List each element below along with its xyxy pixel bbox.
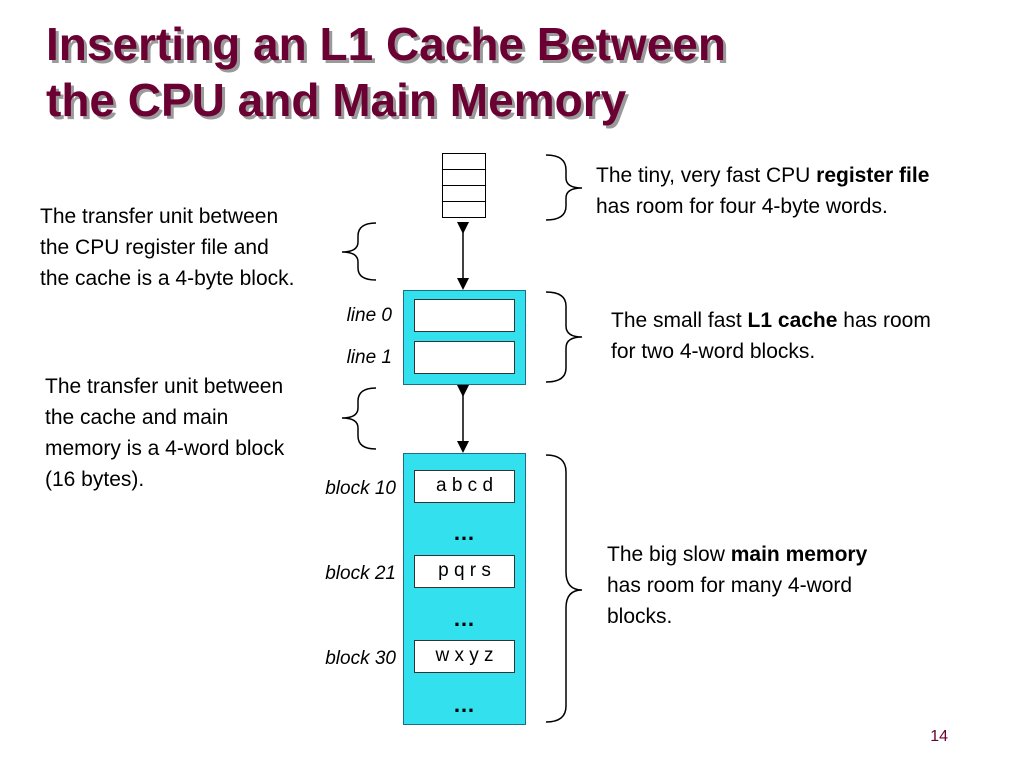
desc-text: (16 bytes). <box>45 468 145 491</box>
block-21-label: block 21 <box>325 563 396 584</box>
l1-cache-description: The small fast L1 cache has room for two… <box>611 305 931 367</box>
block-30-label: block 30 <box>325 648 396 669</box>
desc-text: blocks. <box>607 605 673 628</box>
cache-brace-icon <box>545 291 583 383</box>
desc-text: The transfer unit between <box>40 205 279 228</box>
cache-memory-transfer-description: The transfer unit between the cache and … <box>45 371 284 495</box>
title-line-2: the CPU and Main Memory <box>46 74 627 126</box>
desc-text: has room <box>837 309 931 332</box>
ellipsis: … <box>453 692 475 717</box>
desc-text: the cache and main <box>45 406 229 429</box>
cache-line-0 <box>414 299 515 332</box>
register-brace-icon <box>545 154 583 221</box>
cache-line-1 <box>414 341 515 374</box>
desc-text: memory is a 4-word block <box>45 437 285 460</box>
cache-line-0-label: line 0 <box>346 305 392 326</box>
desc-bold: main memory <box>730 543 868 566</box>
transfer-brace-icon <box>341 387 377 450</box>
desc-text: has room for many 4-word <box>607 574 853 597</box>
cpu-cache-transfer-description: The transfer unit between the CPU regist… <box>40 201 294 294</box>
desc-bold: L1 cache <box>747 309 838 332</box>
desc-text: for two 4-word blocks. <box>611 340 816 363</box>
page-number: 14 <box>930 728 948 745</box>
register-file-description: The tiny, very fast CPU register file ha… <box>596 160 929 222</box>
block-10-label: block 10 <box>325 478 396 499</box>
desc-text: the cache is a 4-byte block. <box>40 267 295 290</box>
memory-block-21: p q r s <box>414 555 515 588</box>
register-cell <box>442 201 486 218</box>
transfer-brace-icon <box>341 222 377 281</box>
desc-bold: register file <box>816 164 930 187</box>
desc-text: the CPU register file and <box>40 236 269 259</box>
cache-line-1-label: line 1 <box>346 347 392 368</box>
ellipsis: … <box>453 606 475 631</box>
memory-block-30: w x y z <box>414 640 515 673</box>
slide-title: Inserting an L1 Cache Between the CPU an… <box>46 16 726 128</box>
title-line-1: Inserting an L1 Cache Between <box>46 18 726 70</box>
desc-text: The tiny, very fast CPU <box>596 164 817 187</box>
ellipsis: … <box>453 520 475 545</box>
memory-brace-icon <box>545 454 583 723</box>
desc-text: The small fast <box>611 309 748 332</box>
desc-text: The transfer unit between <box>45 375 284 398</box>
desc-text: The big slow <box>607 543 731 566</box>
desc-text: has room for four 4-byte words. <box>596 195 888 218</box>
memory-block-10: a b c d <box>414 470 515 503</box>
main-memory-description: The big slow main memory has room for ma… <box>607 539 867 632</box>
